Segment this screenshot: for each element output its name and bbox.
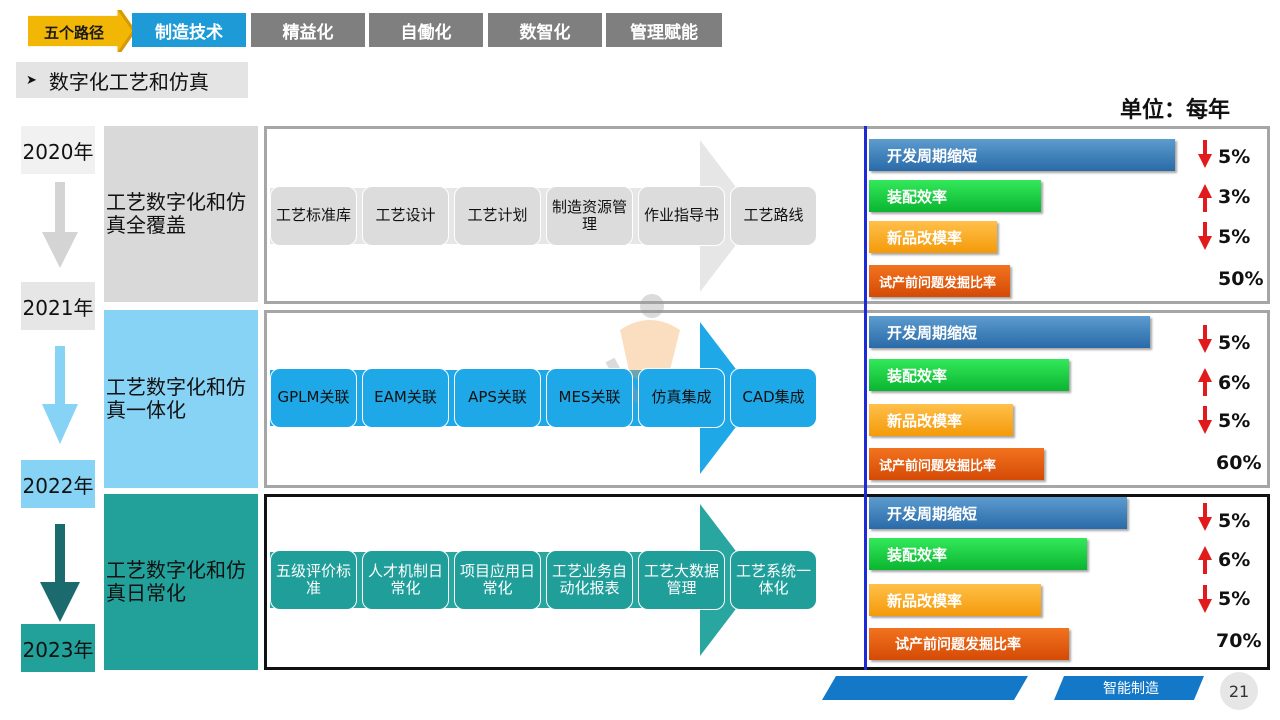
year-2022: 2022年 (21, 460, 95, 508)
chip-big-data: 工艺大数据管理 (638, 550, 725, 610)
arrow-down-icon (1198, 140, 1212, 168)
timeline-arrow-1 (42, 182, 78, 268)
chip-work-instruction: 作业指导书 (638, 186, 725, 246)
year-2023: 2023年 (21, 624, 95, 672)
metric-value: 5% (1218, 588, 1251, 610)
metric-value: 5% (1218, 226, 1251, 248)
metric-bar-pretrial-issue-ratio: 试产前问题发掘比率 (869, 265, 1010, 297)
metric-value: 5% (1218, 332, 1251, 354)
tab-management[interactable]: 管理赋能 (606, 13, 722, 47)
metric-value: 50% (1218, 268, 1264, 290)
chip-cad: CAD集成 (730, 368, 817, 428)
chip-process-route: 工艺路线 (730, 186, 817, 246)
bullet-arrow-icon: ➤ (26, 72, 37, 88)
tab-digital-intelligence[interactable]: 数智化 (488, 13, 602, 47)
tab-lean[interactable]: 精益化 (251, 13, 365, 47)
year-2021: 2021年 (21, 282, 95, 330)
metric-bar-dev-cycle: 开发周期缩短 (869, 139, 1175, 171)
timeline-arrow-2 (42, 346, 78, 444)
metric-value: 6% (1218, 549, 1251, 571)
timeline-arrow-3 (40, 524, 80, 622)
arrow-up-icon (1198, 546, 1212, 574)
footer-label-bg (1054, 676, 1204, 700)
arrow-down-icon (1198, 406, 1212, 434)
tab-label: 精益化 (282, 22, 334, 43)
chip-simulation: 仿真集成 (638, 368, 725, 428)
tab-jidoka[interactable]: 自働化 (369, 13, 483, 47)
chip-project-application: 项目应用日常化 (454, 550, 541, 610)
category-row-2: 工艺数字化和仿真一体化 (104, 310, 258, 488)
metric-bar-dev-cycle: 开发周期缩短 (869, 497, 1127, 529)
metric-value: 5% (1218, 410, 1251, 432)
page-number: 21 (1220, 672, 1258, 710)
section-title-text: 数字化工艺和仿真 (48, 69, 209, 94)
arrow-down-icon (1198, 222, 1212, 250)
chip-system-integration: 工艺系统一体化 (730, 550, 817, 610)
tab-label: 数智化 (519, 22, 571, 43)
tab-manufacturing-tech[interactable]: 制造技术 (132, 13, 246, 47)
footer-decor-stripe (822, 676, 1028, 700)
arrow-up-icon (1198, 184, 1212, 212)
metric-value: 60% (1216, 452, 1262, 474)
chip-five-level-eval: 五级评价标准 (270, 550, 357, 610)
chip-process-plan: 工艺计划 (454, 186, 541, 246)
metric-bar-pretrial-issue-ratio: 试产前问题发掘比率 (869, 448, 1044, 480)
arrow-up-icon (1198, 368, 1212, 396)
chip-resource-management: 制造资源管理 (546, 186, 633, 246)
panel-row-2 (264, 310, 1270, 488)
metric-value: 5% (1218, 146, 1251, 168)
section-title: ➤ 数字化工艺和仿真 (16, 62, 248, 98)
metric-bar-assembly-efficiency: 装配效率 (869, 180, 1041, 212)
metric-bar-assembly-efficiency: 装配效率 (869, 359, 1069, 391)
metric-bar-dev-cycle: 开发周期缩短 (869, 316, 1150, 348)
tab-label: 自働化 (400, 22, 452, 43)
nav-badge: 五个路径 (28, 10, 136, 52)
panel-row-1 (264, 126, 1270, 304)
arrow-down-icon (1198, 325, 1212, 353)
metric-bar-mold-change-rate: 新品改模率 (869, 404, 1013, 436)
chip-eam: EAM关联 (362, 368, 449, 428)
tab-label: 管理赋能 (630, 22, 698, 43)
category-row-3: 工艺数字化和仿真日常化 (104, 494, 258, 670)
metric-value: 6% (1218, 372, 1251, 394)
chip-aps: APS关联 (454, 368, 541, 428)
chip-mes: MES关联 (546, 368, 633, 428)
chip-process-design: 工艺设计 (362, 186, 449, 246)
chip-talent-mechanism: 人才机制日常化 (362, 550, 449, 610)
category-row-1: 工艺数字化和仿真全覆盖 (104, 126, 258, 302)
divider-line (864, 126, 867, 670)
metric-bar-pretrial-issue-ratio: 试产前问题发掘比率 (869, 628, 1069, 660)
chip-process-standard-library: 工艺标准库 (270, 186, 357, 246)
footer-label: 智能制造 (1103, 681, 1159, 697)
metric-bar-assembly-efficiency: 装配效率 (869, 538, 1087, 570)
chip-gplm: GPLM关联 (270, 368, 357, 428)
unit-label: 单位：每年 (1120, 98, 1231, 123)
arrow-down-icon (1198, 503, 1212, 531)
metric-value: 70% (1216, 630, 1262, 652)
chip-automated-reports: 工艺业务自动化报表 (546, 550, 633, 610)
tab-label: 制造技术 (155, 22, 223, 43)
metric-bar-mold-change-rate: 新品改模率 (869, 584, 1041, 616)
metric-value: 3% (1218, 186, 1251, 208)
nav-badge-label: 五个路径 (43, 24, 104, 42)
panel-row-3 (264, 494, 1270, 670)
metric-value: 5% (1218, 510, 1251, 532)
year-2020: 2020年 (21, 126, 95, 174)
metric-bar-mold-change-rate: 新品改模率 (869, 221, 997, 253)
arrow-down-icon (1198, 585, 1212, 613)
